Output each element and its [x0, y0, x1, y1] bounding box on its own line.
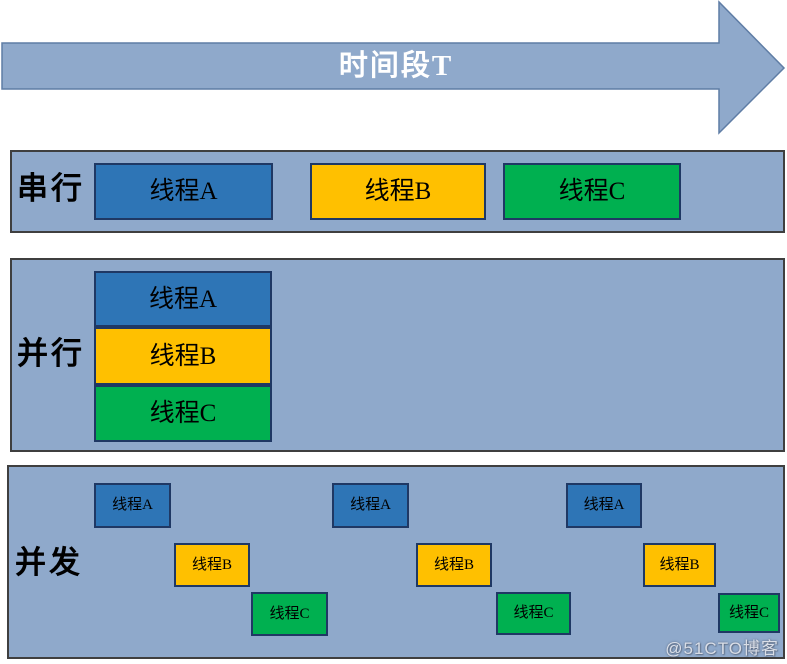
watermark: @51CTO博客 [665, 639, 779, 658]
serial-thread-c-box: 线程C [503, 163, 681, 220]
concurrent-thread-a-box-1: 线程A [94, 483, 171, 528]
serial-thread-b-box: 线程B [310, 163, 486, 220]
section-serial-label: 串行 [17, 171, 85, 206]
concurrent-thread-a-box-2: 线程A [332, 483, 409, 528]
concurrent-thread-c-box-1: 线程C [251, 592, 328, 636]
concurrent-thread-c-box-3: 线程C [718, 593, 780, 633]
concurrent-thread-c-box-2: 线程C [496, 592, 571, 635]
section-parallel: 并行 线程A 线程B 线程C [10, 258, 785, 452]
section-concurrent-label: 并发 [15, 545, 83, 580]
timeline-arrow-label: 时间段T [338, 50, 454, 82]
concurrent-thread-b-box-2: 线程B [416, 543, 492, 587]
timeline-arrow [1, 0, 786, 135]
section-concurrent: 并发 线程A 线程B 线程C 线程A 线程B 线程C 线程A 线程B 线程C [7, 465, 785, 659]
concurrent-thread-a-box-3: 线程A [566, 483, 642, 528]
parallel-thread-c-box: 线程C [94, 385, 272, 442]
parallel-thread-b-box: 线程B [94, 327, 272, 385]
concurrent-thread-b-box-3: 线程B [643, 543, 716, 587]
section-serial: 串行 线程A 线程B 线程C [10, 150, 785, 233]
serial-thread-a-box: 线程A [94, 163, 273, 220]
concurrent-thread-b-box-1: 线程B [174, 543, 250, 587]
parallel-thread-a-box: 线程A [94, 271, 272, 327]
section-parallel-label: 并行 [17, 336, 85, 371]
timeline-arrow-shape [1, 0, 786, 135]
